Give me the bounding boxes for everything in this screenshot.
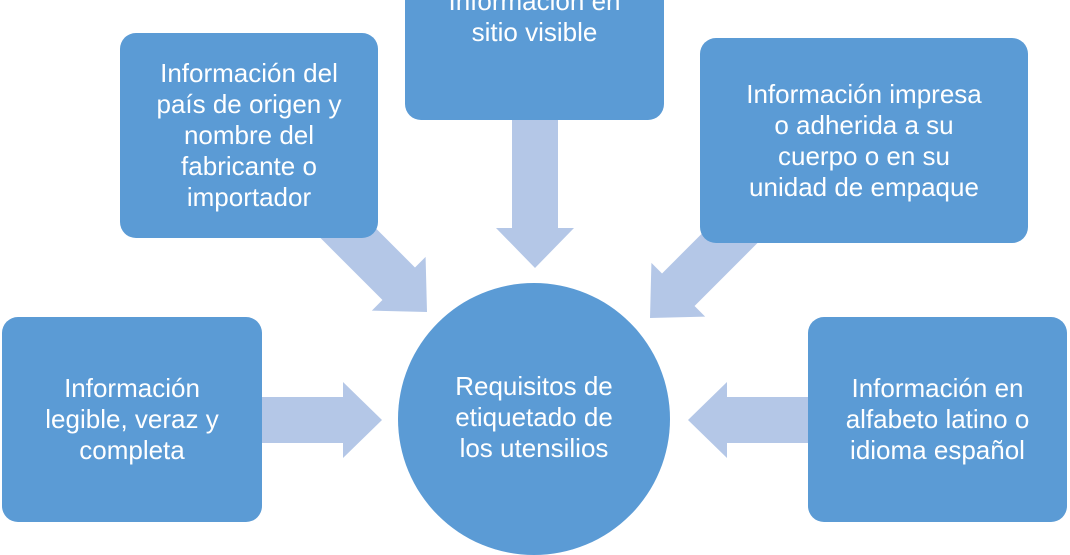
node-bottom-right-text: Información en alfabeto latino o idioma …	[845, 373, 1030, 465]
node-top-left: Información del país de origen y nombre …	[120, 33, 378, 238]
node-bottom-left: Información legible, veraz y completa	[2, 317, 262, 522]
arrow-left	[262, 382, 382, 458]
node-top-right-text: Información impresa o adherida a su cuer…	[746, 78, 982, 202]
node-top-left-text: Información del país de origen y nombre …	[156, 58, 342, 212]
node-top-right: Información impresa o adherida a su cuer…	[700, 38, 1028, 243]
node-bottom-right: Información en alfabeto latino o idioma …	[808, 317, 1067, 522]
center-node-text: Requisitos de etiquetado de los utensili…	[455, 371, 613, 463]
arrow-top	[496, 118, 574, 268]
arrow-right	[688, 382, 808, 458]
node-top: Información en sitio visible	[405, 0, 664, 120]
node-top-text: Información en sitio visible	[448, 0, 621, 47]
node-bottom-left-text: Información legible, veraz y completa	[45, 373, 219, 465]
center-node: Requisitos de etiquetado de los utensili…	[398, 283, 670, 555]
